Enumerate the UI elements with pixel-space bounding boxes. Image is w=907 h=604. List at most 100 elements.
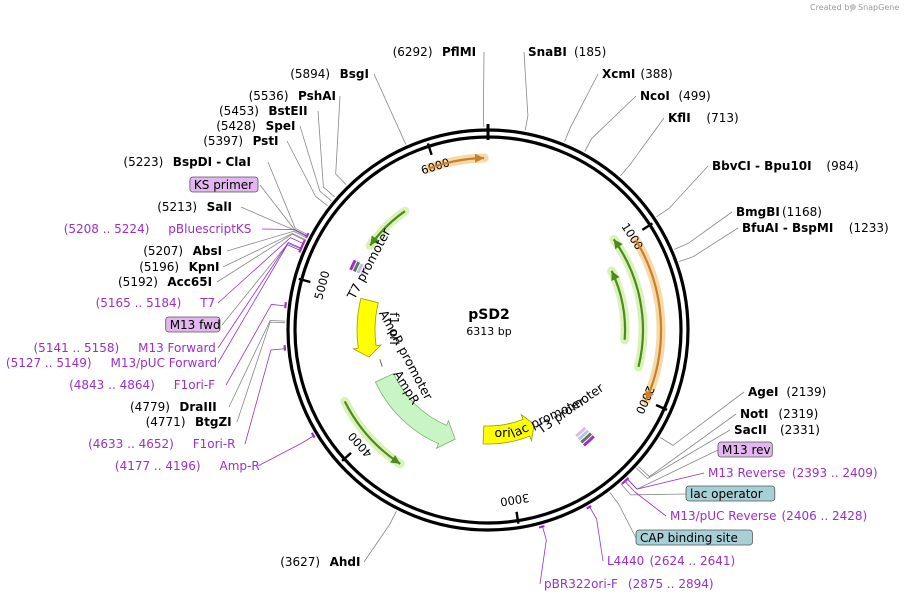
- primer-label[interactable]: (4843 .. 4864)F1ori-F: [69, 378, 215, 392]
- site-position: (4771): [146, 415, 186, 429]
- leader-line: [222, 232, 307, 268]
- leader-line: [317, 110, 335, 198]
- leader-line: [261, 228, 308, 237]
- leader-line: [299, 125, 332, 202]
- leader-line: [236, 321, 286, 423]
- feature-label: f1 ori: [387, 312, 402, 345]
- leader-line: [228, 319, 286, 408]
- enzyme-site-label[interactable]: (4771)BtgZI: [146, 415, 232, 429]
- primer-text: (2875 .. 2894): [628, 577, 714, 591]
- primer-text: (5165 .. 5184): [96, 296, 182, 310]
- primer-text: M13 Forward: [138, 341, 216, 355]
- primer-label[interactable]: (4633 .. 4652)F1ori-R: [88, 437, 235, 451]
- leader-line: [226, 230, 308, 252]
- enzyme-site-label[interactable]: BfuAI - BspMI(1233): [742, 221, 889, 235]
- enzyme-site-label[interactable]: (6292)PflMI: [393, 45, 477, 59]
- enzyme-name: BmgBI: [736, 205, 780, 219]
- enzyme-site-label[interactable]: SnaBI(185): [528, 45, 606, 59]
- enzyme-name: XcmI: [602, 67, 635, 81]
- enzyme-name: DraIII: [179, 400, 216, 414]
- enzyme-site-label[interactable]: AgeI(2139): [748, 385, 826, 399]
- enzyme-name: BstEII: [268, 104, 307, 118]
- enzyme-site-label[interactable]: KflI(713): [668, 111, 739, 125]
- enzyme-site-label[interactable]: (5894) BsgI: [290, 67, 369, 81]
- primer-label[interactable]: M13/pUC Reverse(2406 .. 2428): [670, 509, 867, 523]
- site-position: (5428): [216, 119, 256, 133]
- primer-binding-mark: [305, 232, 310, 238]
- enzyme-site-label[interactable]: (5428)SpeI: [216, 119, 295, 133]
- enzyme-site-label[interactable]: NotI(2319): [740, 407, 818, 421]
- enzyme-site-label[interactable]: (5196)KpnI: [139, 260, 219, 274]
- primer-text: T7: [199, 296, 215, 310]
- feature-box-label[interactable]: M13 fwd: [165, 316, 221, 333]
- leader-line: [636, 429, 731, 479]
- enzyme-site-label[interactable]: (5536)PshAI: [249, 89, 336, 103]
- leader-line: [626, 449, 719, 490]
- feature-box-label[interactable]: lac operator: [685, 485, 776, 502]
- primer-binding-mark: [538, 524, 545, 529]
- feature-box-label[interactable]: CAP binding site: [635, 529, 753, 546]
- site-position: (5894): [290, 67, 330, 81]
- orf-arc-right-outer-arrowhead: [645, 390, 654, 401]
- primer-binding-mark: [621, 478, 628, 485]
- leader-line: [564, 73, 599, 143]
- enzyme-name: PshAI: [298, 89, 336, 103]
- primer-label[interactable]: pBR322ori-F (2875 .. 2894): [544, 577, 714, 591]
- site-position: (2139): [786, 385, 826, 399]
- enzyme-name: NcoI: [640, 89, 670, 103]
- enzyme-name: BsgI: [340, 67, 369, 81]
- enzyme-site-label[interactable]: XcmI(388): [602, 67, 673, 81]
- plasmid-size: 6313 bp: [466, 325, 511, 338]
- primer-text: pBR322ori-F: [544, 577, 618, 591]
- primer-text: (4633 .. 4652): [88, 437, 174, 451]
- enzyme-site-label[interactable]: BmgBI(1168): [736, 205, 822, 219]
- primer-label[interactable]: L4440(2624 .. 2641): [607, 554, 735, 568]
- tick-mark-2000: [655, 403, 668, 411]
- leader-line: [244, 348, 286, 445]
- leader-line: [225, 303, 287, 386]
- primer-text: (2406 .. 2428): [782, 509, 868, 523]
- enzyme-site-label[interactable]: (5453)BstEII: [219, 104, 308, 118]
- feature-box-label[interactable]: KS primer: [189, 176, 259, 193]
- enzyme-site-label[interactable]: (5207)AbsI: [143, 244, 222, 258]
- primer-label[interactable]: (5127 .. 5149)M13/pUC Forward: [6, 356, 217, 370]
- primer-text: (2624 .. 2641): [650, 554, 736, 568]
- enzyme-site-label[interactable]: (5192)Acc65I: [118, 275, 212, 289]
- primer-text: (4843 .. 4864): [69, 378, 155, 392]
- orf-arc-right-outer: [634, 239, 663, 401]
- enzyme-site-label[interactable]: (4779)DraIII: [130, 400, 217, 414]
- enzyme-name: PflMI: [442, 45, 476, 59]
- enzyme-site-label[interactable]: (5223)BspDI - ClaI: [123, 155, 251, 169]
- leader-line: [678, 227, 739, 262]
- feature-ori[interactable]: [482, 413, 535, 445]
- site-position: (499): [678, 89, 710, 103]
- enzyme-site-label[interactable]: NcoI (499): [640, 89, 711, 103]
- enzyme-site-label[interactable]: BbvCI - Bpu10I(984): [712, 159, 859, 173]
- leader-line: [659, 391, 745, 446]
- primer-binding-mark: [284, 302, 287, 309]
- tick-mark-6000: [426, 143, 433, 156]
- enzyme-name: AbsI: [193, 244, 222, 258]
- site-position: (5213): [157, 200, 197, 214]
- feature-box-label[interactable]: M13 rev: [717, 441, 773, 458]
- primer-label[interactable]: M13 Reverse(2393 .. 2409): [708, 466, 878, 480]
- enzyme-site-label[interactable]: (3627)AhdI: [280, 555, 360, 569]
- enzyme-site-label[interactable]: (5397)PstI: [203, 134, 278, 148]
- enzyme-site-label[interactable]: (5213)SalI: [157, 200, 232, 214]
- feature-f1-ori[interactable]: [352, 297, 383, 358]
- feature-ampr[interactable]: [374, 373, 456, 450]
- primer-label[interactable]: (5141 .. 5158)M13 Forward: [34, 341, 216, 355]
- plasmid-center-label: pSD2 6313 bp: [466, 307, 511, 338]
- primer-label[interactable]: (5165 .. 5184) T7: [96, 296, 216, 310]
- primer-label[interactable]: (4177 .. 4196)Amp-R: [115, 459, 260, 473]
- ampr-promoter-bar: [379, 359, 383, 367]
- enzyme-name: BfuAI - BspMI: [742, 221, 833, 235]
- primer-label[interactable]: (5208 .. 5224)pBluescriptKS: [64, 222, 252, 236]
- t7-mcs-segment: [360, 265, 368, 276]
- feature-label: ori: [494, 425, 510, 440]
- enzyme-site-label[interactable]: SacII(2331): [734, 423, 820, 437]
- plasmid-name: pSD2: [468, 307, 509, 323]
- primer-text: pBluescriptKS: [168, 222, 251, 236]
- leader-line: [619, 117, 665, 177]
